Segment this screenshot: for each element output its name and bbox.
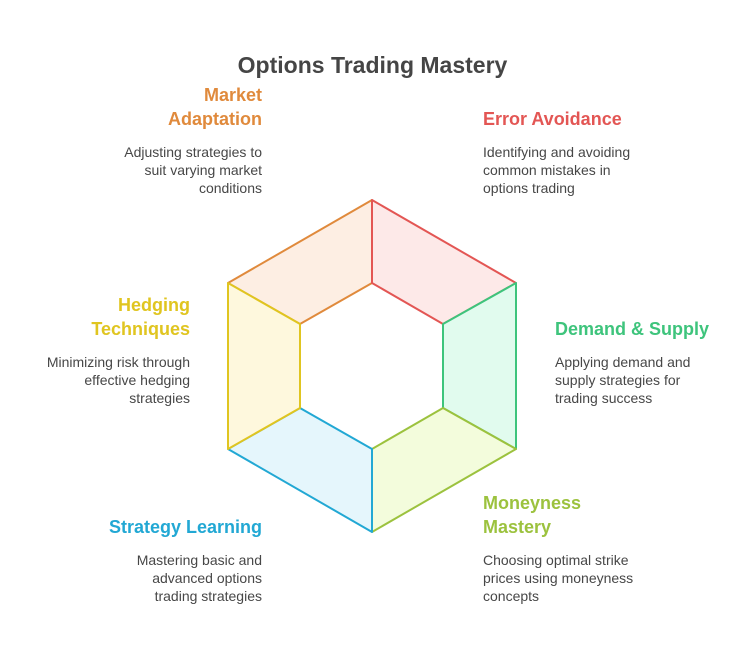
error-avoidance-description: Identifying and avoiding common mistakes…: [483, 144, 631, 196]
moneyness-mastery-heading: Moneyness Mastery: [483, 493, 582, 537]
demand-supply-description: Applying demand and supply strategies fo…: [555, 354, 691, 406]
strategy-learning-heading: Strategy Learning: [108, 517, 262, 537]
hedging-techniques-block: Hedging Techniques Minimizing risk throu…: [0, 293, 190, 407]
moneyness-mastery-description: Choosing optimal strike prices using mon…: [483, 552, 634, 604]
moneyness-mastery-block: Moneyness Mastery Choosing optimal strik…: [483, 491, 683, 605]
strategy-learning-block: Strategy Learning Mastering basic and ad…: [62, 515, 262, 605]
demand-supply-heading: Demand & Supply: [555, 319, 710, 339]
market-adaptation-description: Adjusting strategies to suit varying mar…: [124, 144, 262, 196]
demand-supply-block: Demand & Supply Applying demand and supp…: [555, 317, 745, 407]
diagram-title: Options Trading Mastery: [237, 52, 508, 78]
segment-hedging-techniques: [227, 282, 301, 450]
market-adaptation-block: Market Adaptation Adjusting strategies t…: [62, 83, 262, 197]
hedging-techniques-heading: Hedging Techniques: [91, 295, 190, 339]
error-avoidance-block: Error Avoidance Identifying and avoiding…: [483, 107, 683, 197]
hedging-techniques-description: Minimizing risk through effective hedgin…: [46, 354, 190, 406]
market-adaptation-heading: Market Adaptation: [168, 85, 262, 129]
strategy-learning-description: Mastering basic and advanced options tra…: [136, 552, 262, 604]
error-avoidance-heading: Error Avoidance: [483, 109, 622, 129]
